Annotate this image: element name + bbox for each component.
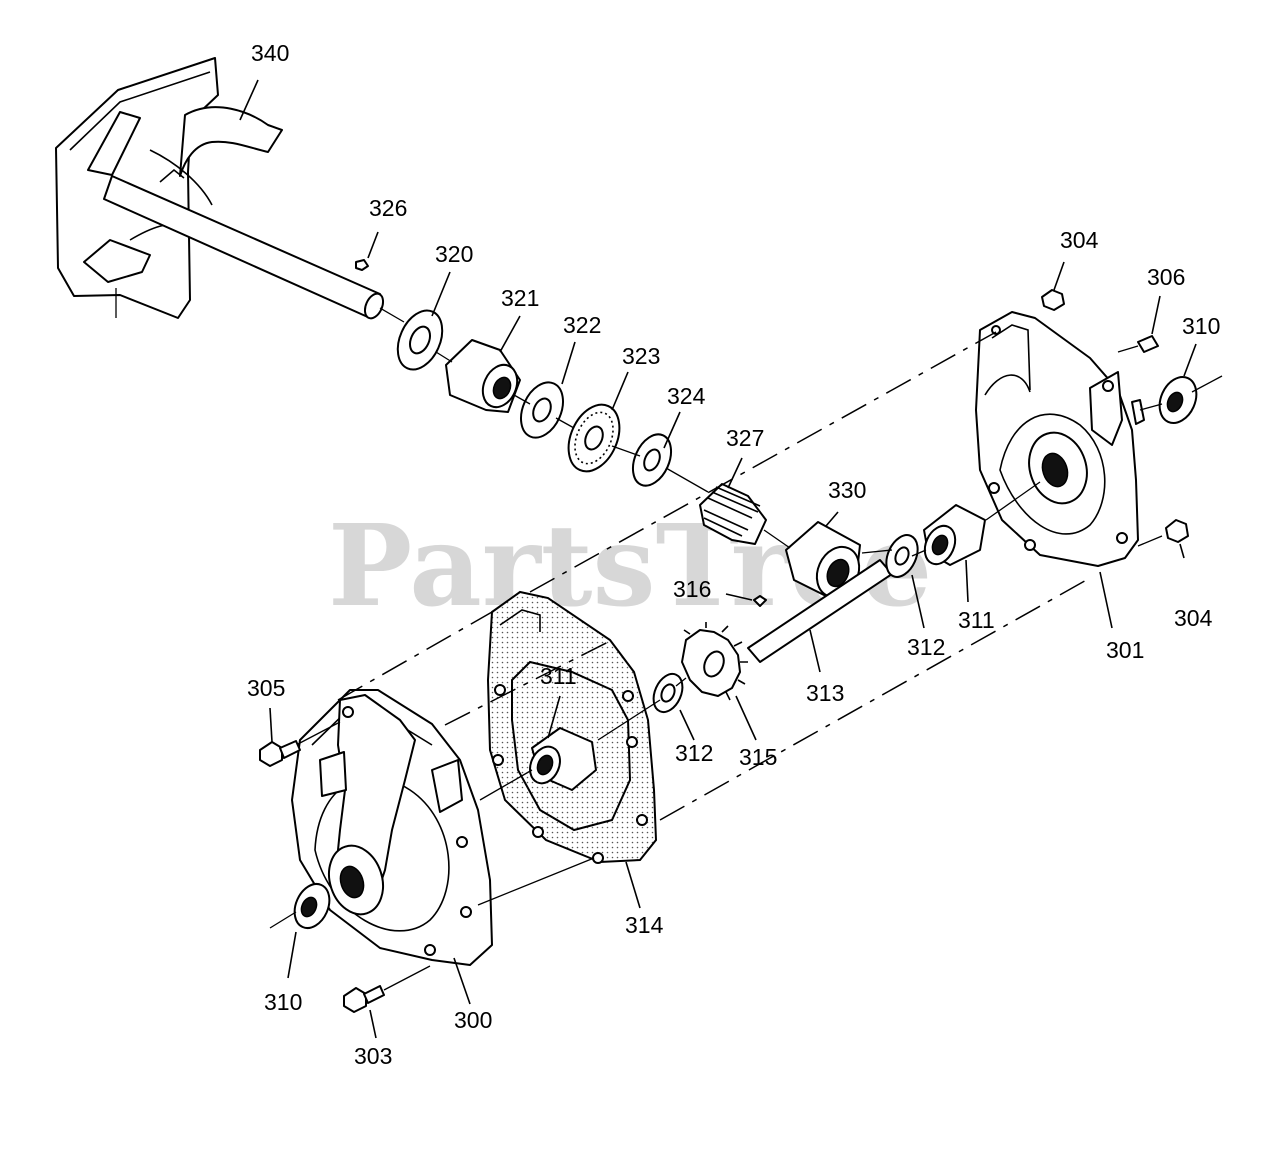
callout-322: 322 bbox=[563, 312, 601, 338]
part-321-bushing bbox=[445, 339, 521, 413]
part-312-washer-lower bbox=[652, 672, 684, 714]
part-310-bearing-right bbox=[1158, 376, 1198, 424]
part-311-bushing-lower bbox=[529, 727, 597, 791]
callout-306: 306 bbox=[1147, 264, 1185, 290]
callout-310-left: 310 bbox=[264, 989, 302, 1015]
callout-327: 327 bbox=[726, 425, 764, 451]
callout-320: 320 bbox=[435, 241, 473, 267]
part-315-gear bbox=[681, 622, 748, 701]
part-311-bushing-upper bbox=[923, 504, 986, 566]
callout-316: 316 bbox=[673, 576, 711, 602]
part-300-gear-housing-left bbox=[291, 689, 493, 966]
impeller-assembly bbox=[55, 57, 385, 320]
callout-304-lower: 304 bbox=[1174, 605, 1213, 631]
callout-324: 324 bbox=[667, 383, 706, 409]
callout-330: 330 bbox=[828, 477, 866, 503]
part-326-key bbox=[355, 259, 369, 271]
callout-312-lower: 312 bbox=[675, 740, 713, 766]
callout-340: 340 bbox=[251, 40, 289, 66]
part-301-gear-housing-right bbox=[975, 311, 1145, 567]
callout-305: 305 bbox=[247, 675, 285, 701]
callout-304-upper: 304 bbox=[1060, 227, 1099, 253]
callout-301: 301 bbox=[1106, 637, 1144, 663]
part-324-washer bbox=[631, 433, 673, 487]
assembly-axis-lines bbox=[269, 307, 1223, 991]
callout-311-upper: 311 bbox=[958, 607, 995, 633]
part-310-bearing-left bbox=[293, 883, 331, 929]
callout-326: 326 bbox=[369, 195, 407, 221]
callout-303: 303 bbox=[354, 1043, 392, 1069]
part-306-set-screw bbox=[1137, 335, 1159, 353]
part-322-washer bbox=[520, 381, 564, 439]
callout-313: 313 bbox=[806, 680, 844, 706]
callout-314: 314 bbox=[625, 912, 664, 938]
part-320-washer bbox=[396, 309, 444, 371]
part-305-bolt bbox=[259, 740, 301, 767]
callout-311-lower: 311 bbox=[540, 663, 577, 689]
callout-300: 300 bbox=[454, 1007, 492, 1033]
part-303-bolt bbox=[343, 985, 385, 1013]
part-314-gasket bbox=[486, 590, 658, 864]
callout-312-upper: 312 bbox=[907, 634, 945, 660]
callout-310-right: 310 bbox=[1182, 313, 1220, 339]
part-312-washer-upper bbox=[885, 534, 919, 578]
leader-lines bbox=[239, 79, 1197, 1039]
part-304-nut-lower bbox=[1165, 519, 1189, 543]
callout-labels: 340 326 320 321 322 323 324 327 330 316 … bbox=[247, 40, 1220, 1069]
part-323-thrust-bearing bbox=[567, 403, 621, 473]
part-304-nut-upper bbox=[1041, 289, 1065, 311]
part-327-worm-gear bbox=[699, 483, 767, 545]
part-316-key bbox=[753, 595, 767, 607]
callout-323: 323 bbox=[622, 343, 660, 369]
callout-315: 315 bbox=[739, 744, 777, 770]
callout-321: 321 bbox=[501, 285, 539, 311]
